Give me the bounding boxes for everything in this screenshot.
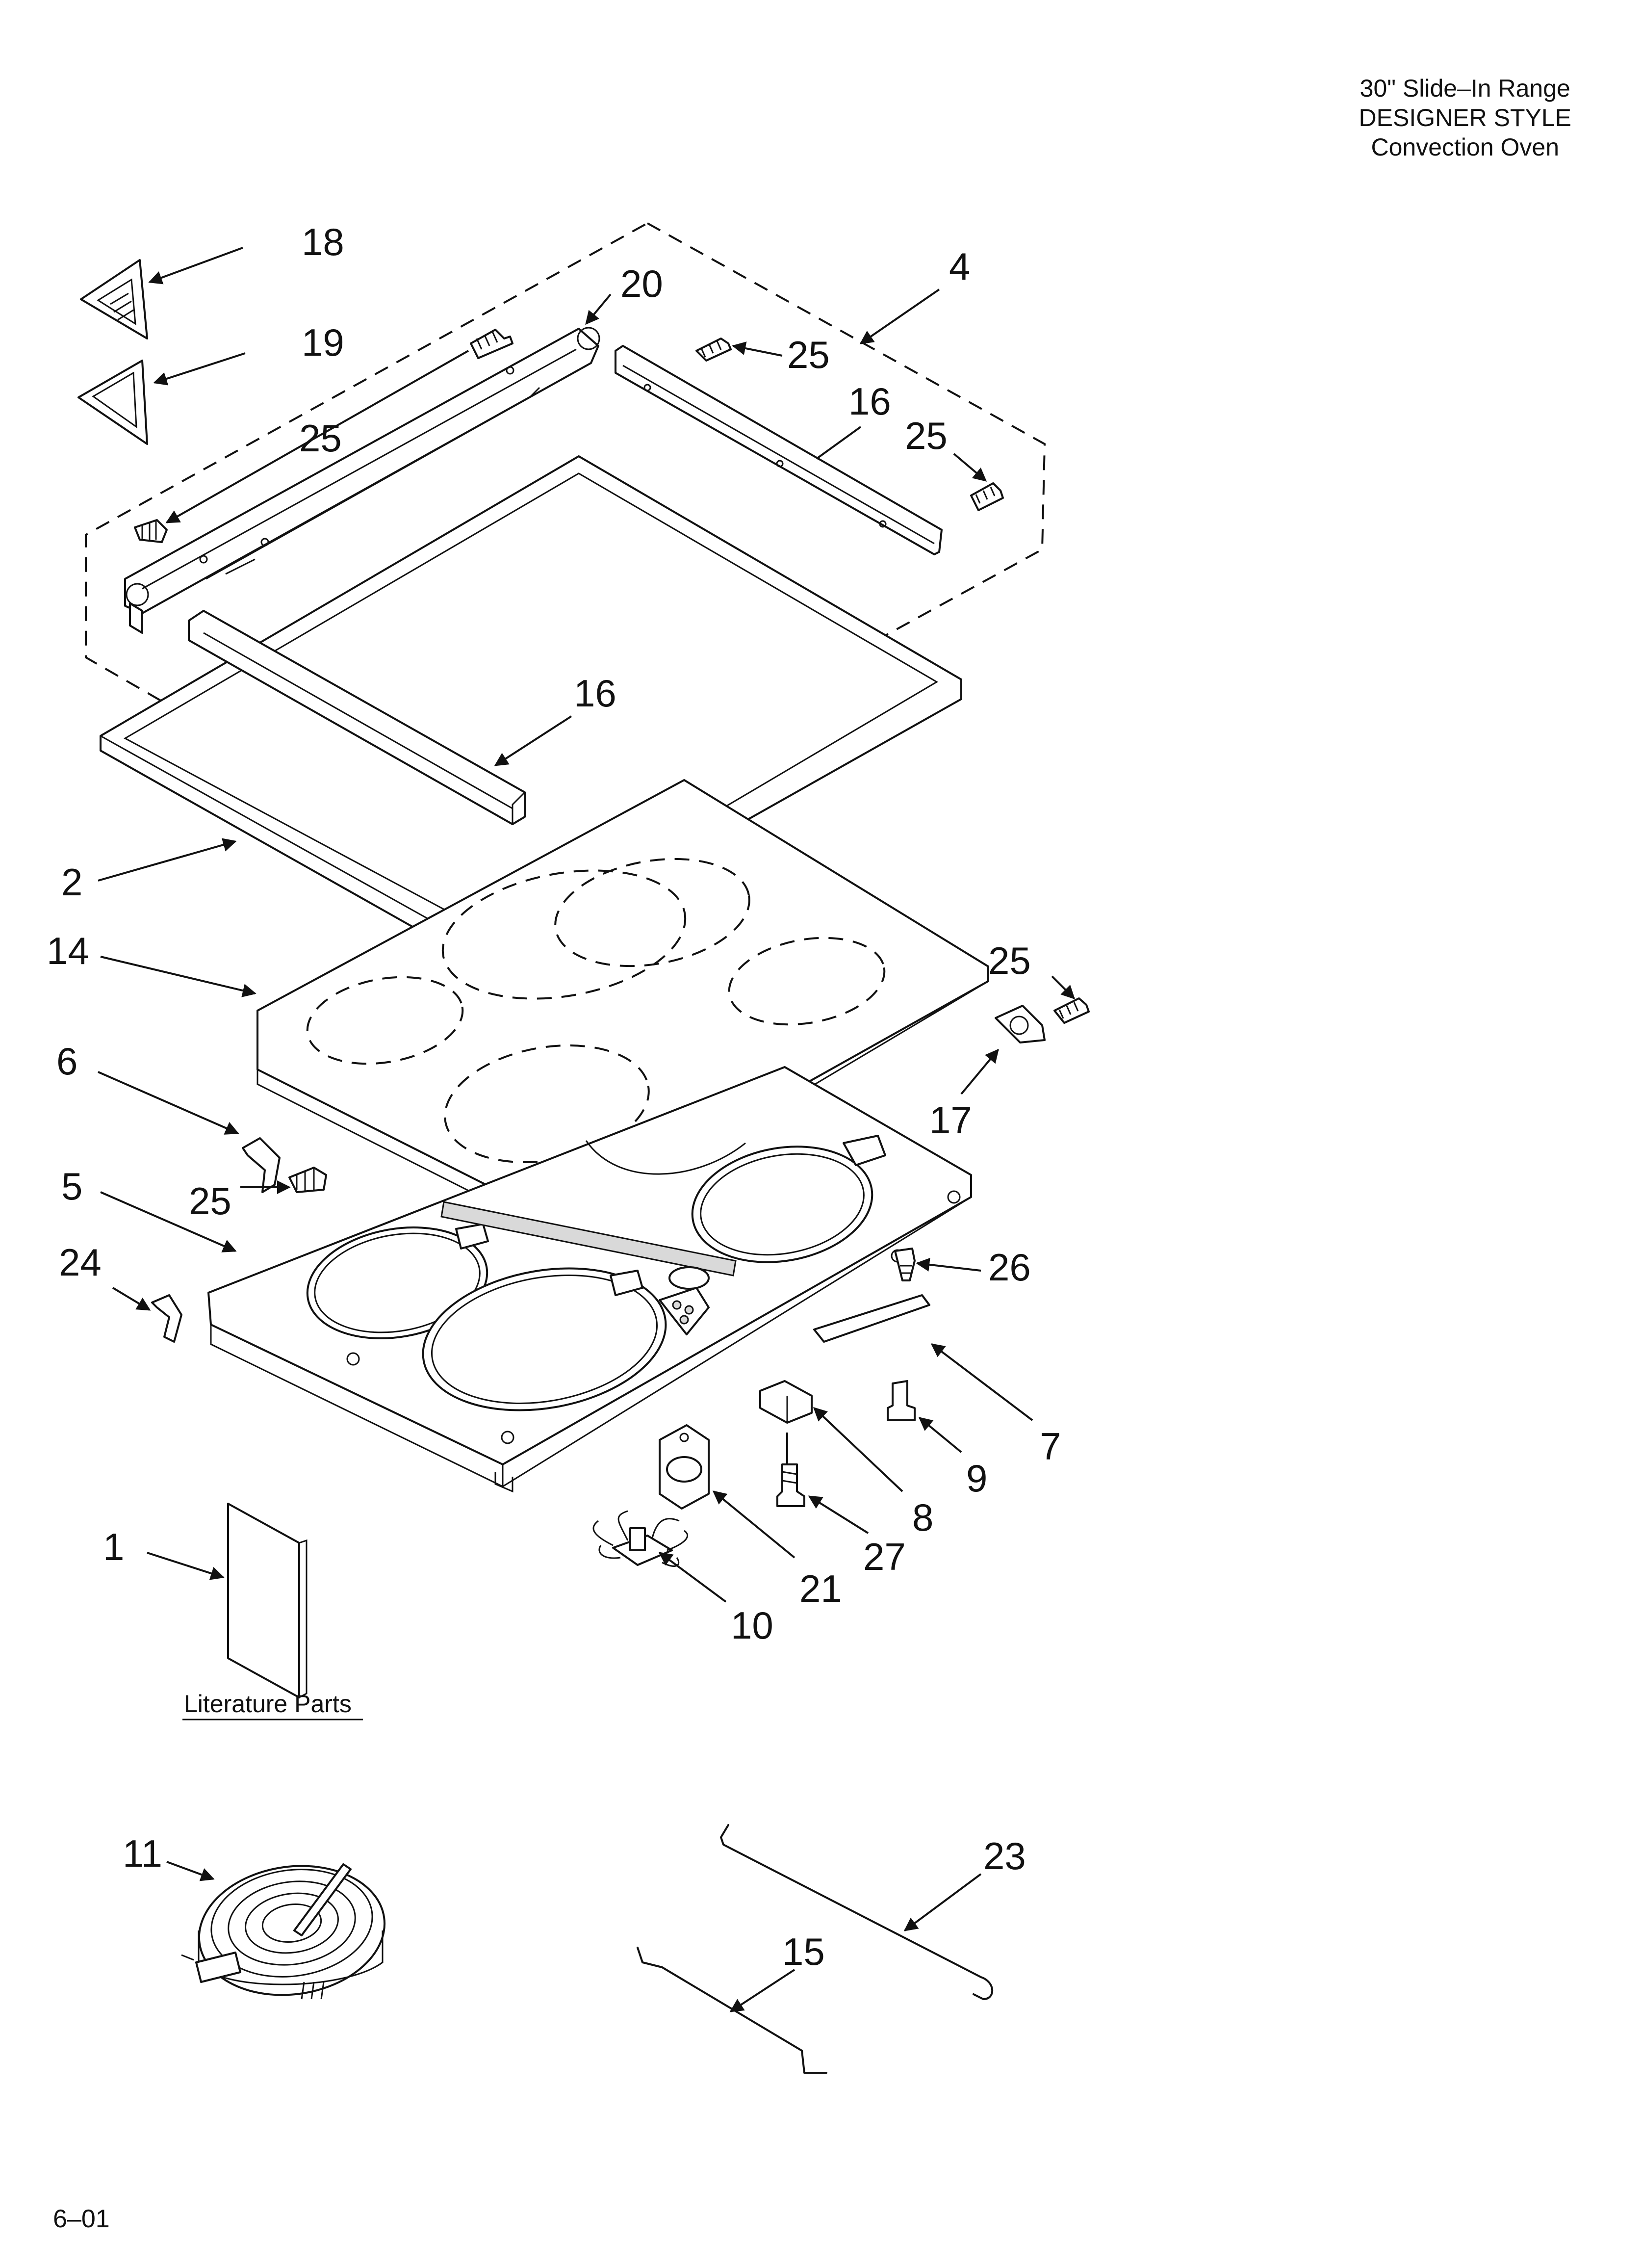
callout-14: 14 [47,929,89,972]
part-21-switch [659,1424,710,1510]
header-oven-line: Convection Oven [1371,133,1560,161]
part-16-rear-rail [615,345,943,555]
callout-17: 17 [929,1098,972,1142]
callout-9: 9 [966,1457,987,1500]
callout-5: 5 [61,1165,82,1208]
part-10-harness [592,1510,688,1567]
callout-19: 19 [302,321,344,364]
callout-2: 2 [61,860,82,904]
callout-6: 6 [56,1040,77,1083]
part-23-rod [720,1824,994,2000]
literature-parts-label: Literature Parts [184,1690,352,1718]
callout-25: 25 [299,417,342,460]
callout-18: 18 [302,220,344,263]
part-19-gasket [77,360,148,445]
part-26-screw [894,1248,916,1281]
callout-26: 26 [988,1246,1031,1289]
screw-25-c [970,482,1004,511]
callout-25: 25 [988,939,1031,982]
leader-lines [98,247,1075,2012]
diagram-header: 30" Slide–In Range DESIGNER STYLE Convec… [1359,74,1571,162]
screw-25-e [1053,997,1090,1024]
callout-25: 25 [905,414,948,457]
callout-1: 1 [103,1525,124,1568]
callout-24: 24 [59,1241,102,1284]
screw-25-b [695,338,732,362]
callout-4: 4 [949,245,970,288]
callout-numbers: 18 20 4 19 25 16 25 25 16 2 14 25 6 17 5… [47,220,1061,1973]
callout-21: 21 [799,1567,842,1610]
callout-7: 7 [1040,1425,1061,1468]
callout-16: 16 [848,380,891,423]
callout-11: 11 [123,1832,162,1875]
callout-23: 23 [983,1834,1026,1877]
header-style-line: DESIGNER STYLE [1359,104,1571,131]
callout-16: 16 [574,672,616,715]
part-9-pin [887,1380,916,1421]
callout-10: 10 [731,1604,773,1647]
part-8-bracket [759,1380,813,1469]
part-18-end-cap [80,259,148,339]
part-20-trim-rail [124,327,600,634]
part-5-burner-box [207,1066,972,1493]
part-24-clip [151,1294,182,1343]
screw-25-a [470,329,513,359]
part-27-screw [776,1463,805,1507]
callout-27: 27 [863,1535,906,1578]
header-model-line: 30" Slide–In Range [1360,75,1570,102]
screw-25-d [134,519,168,543]
part-11-radiant-element [181,1863,386,2000]
page-code: 6–01 [53,2205,110,2233]
part-1-literature [227,1503,308,1698]
callout-25: 25 [189,1179,231,1223]
part-7-bracket [813,1294,930,1343]
callout-8: 8 [912,1496,933,1539]
part-16-front-rail [188,610,526,825]
callout-20: 20 [620,262,663,305]
part-6-clip [242,1137,281,1193]
callout-15: 15 [782,1930,825,1973]
callout-25: 25 [787,333,830,376]
screw-25-f [288,1167,327,1193]
part-17-bracket [995,1005,1046,1043]
